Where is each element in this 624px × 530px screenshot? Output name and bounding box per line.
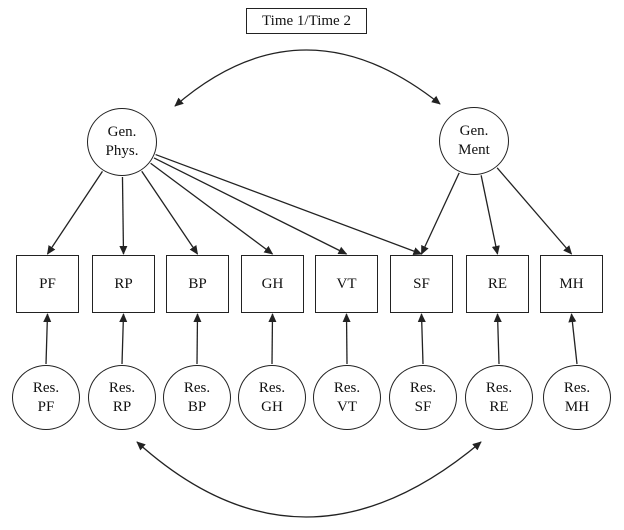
residual-label-line2: VT bbox=[337, 398, 357, 415]
residual-arrow-re bbox=[493, 313, 502, 365]
residual-label-line1: Res. bbox=[563, 379, 591, 396]
residual-re: Res. RE bbox=[465, 365, 533, 430]
residual-label-line2: GH bbox=[261, 398, 283, 415]
indicator-re: RE bbox=[466, 255, 529, 313]
residual-bp: Res. BP bbox=[163, 365, 231, 430]
residual-arrow-rp bbox=[119, 313, 128, 365]
factor-general-mental: Gen. Ment bbox=[439, 107, 509, 175]
residual-label-line1: Res. bbox=[183, 379, 211, 396]
residual-label-line2: PF bbox=[37, 398, 55, 415]
loading-arrow-phys-pf bbox=[46, 171, 103, 255]
factor-mental-line1: Gen. bbox=[459, 123, 489, 139]
residual-label-line2: MH bbox=[564, 398, 590, 415]
residual-label-line2: RP bbox=[112, 398, 132, 415]
indicator-bp: BP bbox=[166, 255, 229, 313]
residual-label-line1: Res. bbox=[409, 379, 437, 396]
residual-vt: Res. VT bbox=[313, 365, 381, 430]
factor-mental-line2: Ment bbox=[458, 142, 490, 158]
residual-gh: Res. GH bbox=[238, 365, 306, 430]
loading-arrow-ment-mh bbox=[496, 167, 573, 255]
residual-label-line1: Res. bbox=[258, 379, 286, 396]
loading-arrow-ment-re bbox=[480, 175, 500, 255]
indicator-gh: GH bbox=[241, 255, 304, 313]
loading-arrow-phys-gh bbox=[150, 162, 274, 255]
factor-general-physical: Gen. Phys. bbox=[87, 108, 157, 176]
residual-label-line1: Res. bbox=[108, 379, 136, 396]
residual-pf: Res. PF bbox=[12, 365, 80, 430]
indicator-rp: RP bbox=[92, 255, 155, 313]
residual-arrows bbox=[43, 313, 578, 365]
residual-arrow-vt bbox=[342, 313, 351, 365]
residual-arrow-sf bbox=[417, 313, 426, 365]
residual-label-line2: RE bbox=[489, 398, 509, 415]
indicator-mh: MH bbox=[540, 255, 603, 313]
residual-covariance-arrow bbox=[136, 441, 482, 518]
residual-label-line1: Res. bbox=[32, 379, 60, 396]
residual-arrow-pf bbox=[43, 313, 52, 365]
residual-mh: Res. MH bbox=[543, 365, 611, 430]
factor-physical-line1: Gen. bbox=[107, 124, 137, 140]
indicator-sf: SF bbox=[390, 255, 453, 313]
loading-arrow-phys-vt bbox=[153, 157, 348, 255]
factor-covariance-arrow bbox=[174, 49, 441, 107]
loading-arrows bbox=[46, 153, 573, 255]
residual-arrow-mh bbox=[568, 313, 578, 365]
residual-arrow-gh bbox=[268, 313, 277, 365]
residual-sf: Res. SF bbox=[389, 365, 457, 430]
loading-arrow-phys-bp bbox=[141, 170, 199, 255]
residual-label-line2: BP bbox=[187, 398, 207, 415]
indicator-pf: PF bbox=[16, 255, 79, 313]
loading-arrow-phys-sf bbox=[155, 153, 423, 255]
loading-arrow-phys-rp bbox=[119, 176, 128, 255]
residual-label-line1: Res. bbox=[333, 379, 361, 396]
indicator-vt: VT bbox=[315, 255, 378, 313]
residual-label-line1: Res. bbox=[485, 379, 513, 396]
factor-physical-line2: Phys. bbox=[105, 143, 139, 159]
loading-arrow-ment-sf bbox=[420, 172, 460, 255]
time-label: Time 1/Time 2 bbox=[246, 8, 367, 34]
residual-rp: Res. RP bbox=[88, 365, 156, 430]
residual-arrow-bp bbox=[193, 313, 202, 365]
residual-label-line2: SF bbox=[414, 398, 432, 415]
